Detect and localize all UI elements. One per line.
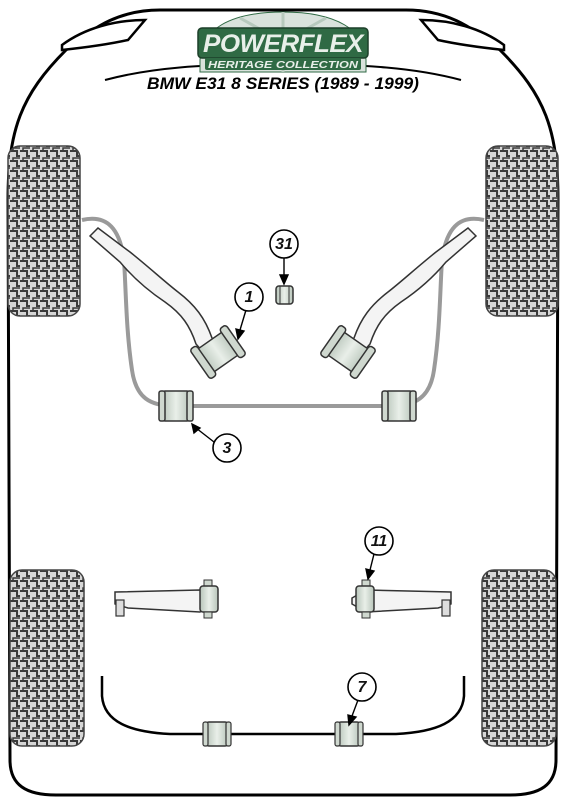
rear-arm-left xyxy=(114,589,215,613)
callout-leader-1 xyxy=(239,309,247,331)
headlight-left xyxy=(60,18,148,52)
callout-number: 3 xyxy=(223,440,232,457)
rear-arb-bush-left xyxy=(202,721,232,747)
tyre-front-right xyxy=(485,145,559,317)
headlight-right xyxy=(418,18,506,52)
callout-11: 11 xyxy=(364,526,394,556)
callout-number: 1 xyxy=(245,289,254,306)
front-arm-left xyxy=(88,227,224,362)
rear-arm-bush-left xyxy=(199,579,219,619)
brand-tagline: HERITAGE COLLECTION xyxy=(208,60,359,71)
callout-arrow-1 xyxy=(235,328,246,341)
callout-leader-11 xyxy=(369,553,375,571)
brand-name: POWERFLEX xyxy=(203,30,365,58)
front-arb-bush-right xyxy=(381,390,417,422)
callout-leader-7 xyxy=(351,699,359,717)
vehicle-title: BMW E31 8 SERIES (1989 - 1999) xyxy=(147,74,419,93)
front-arm-bush-left xyxy=(190,325,246,379)
callout-number: 31 xyxy=(275,236,293,253)
callout-31: 31 xyxy=(269,229,299,259)
front-arb-bush-left xyxy=(158,390,194,422)
callout-arrow-7 xyxy=(347,714,358,727)
tyre-rear-left xyxy=(9,569,85,747)
callout-number: 11 xyxy=(371,533,388,550)
rear-anti-roll-bar xyxy=(100,676,466,736)
callout-number: 7 xyxy=(358,679,368,696)
front-arm-right xyxy=(342,227,478,362)
powerflex-logo: POWERFLEX HERITAGE COLLECTION xyxy=(197,11,369,73)
front-small-bush xyxy=(275,285,294,305)
callout-leader-3 xyxy=(195,427,215,443)
callout-arrow-11 xyxy=(365,568,376,581)
callout-1: 1 xyxy=(234,282,264,312)
rear-arm-right-end xyxy=(441,599,451,617)
callout-arrow-31 xyxy=(278,274,290,286)
rear-arb-bush-right xyxy=(334,721,364,747)
front-arm-bush-right xyxy=(320,325,376,379)
rear-arm-left-end xyxy=(115,599,125,617)
tyre-rear-right xyxy=(481,569,557,747)
callout-3: 3 xyxy=(212,433,242,463)
rear-arm-bush-right xyxy=(355,579,375,619)
callout-7: 7 xyxy=(347,672,377,702)
car-body-outline xyxy=(6,8,560,797)
tyre-front-left xyxy=(7,145,81,317)
callout-arrow-3 xyxy=(190,422,202,435)
